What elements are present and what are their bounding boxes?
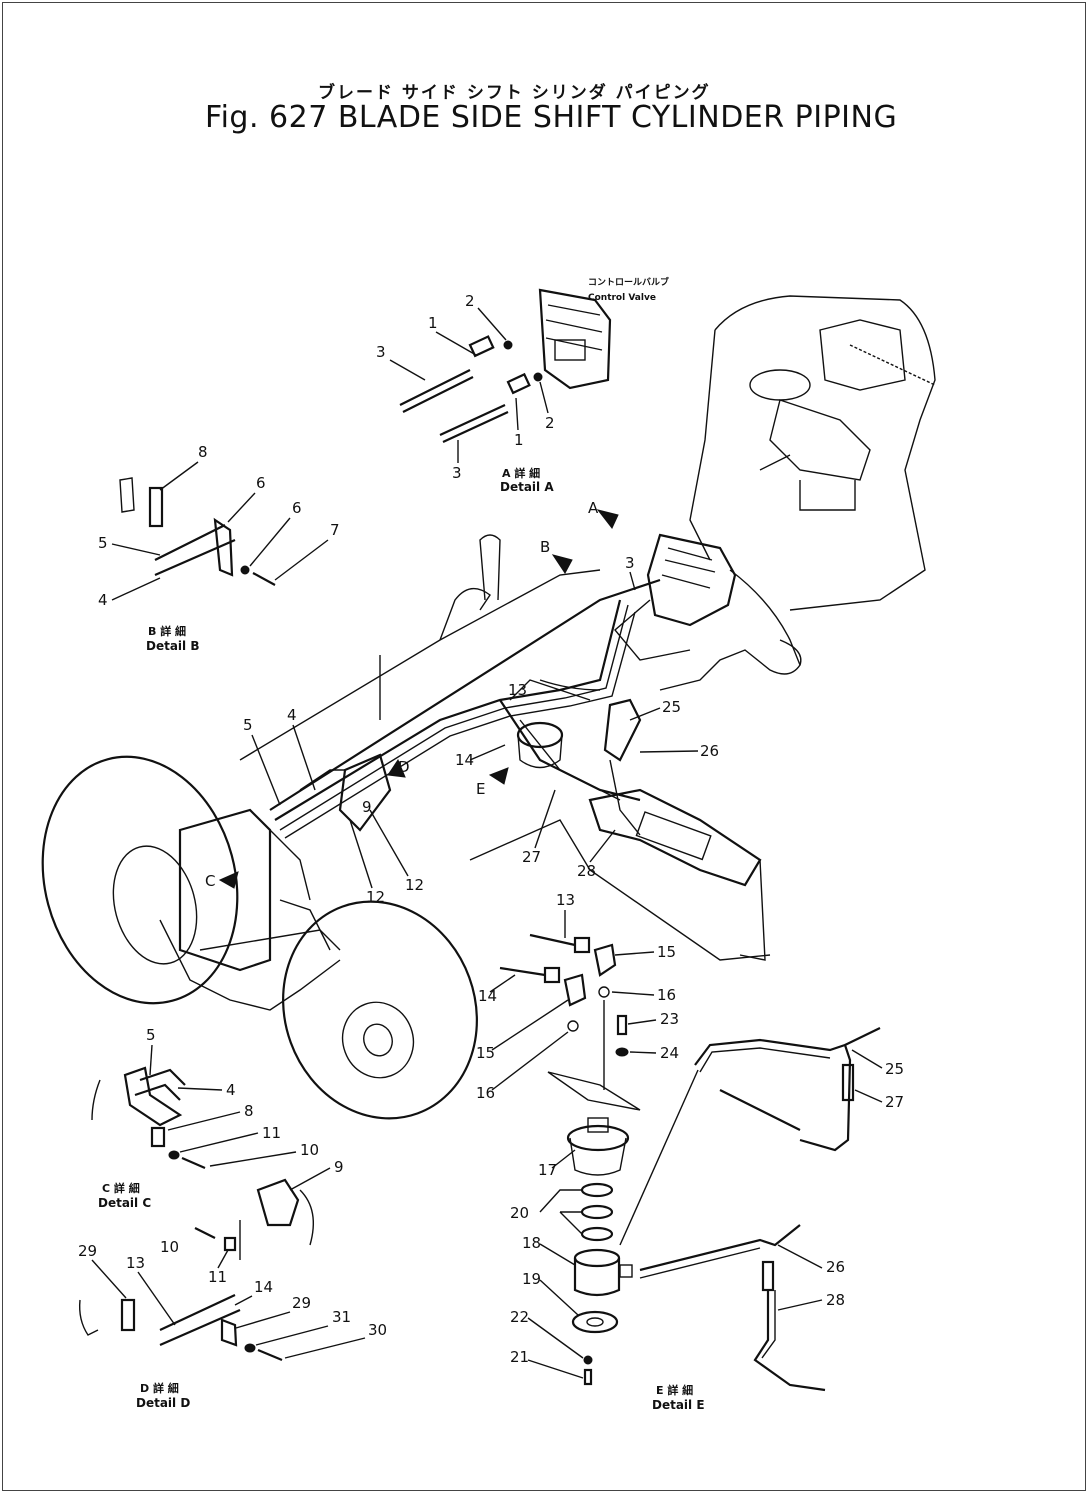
part-callout: 10	[160, 1238, 179, 1256]
part-callout: 12	[405, 876, 424, 894]
part-callout: 6	[256, 474, 266, 492]
part-callout: 29	[78, 1242, 97, 1260]
part-callout: 9	[334, 1158, 344, 1176]
title-japanese: ブレード サイド シフト シリンダ パイピング	[318, 83, 711, 103]
detail-b-title-jp: B 詳 細	[148, 624, 186, 638]
part-callout: 14	[455, 751, 474, 769]
detail-a: 2 1 3 1 2 3 A 詳 細 Detail A	[376, 288, 612, 494]
view-arrows: A B C D E	[205, 499, 619, 890]
part-callout: 4	[287, 706, 297, 724]
part-callout: 12	[366, 888, 385, 906]
part-callout: 26	[700, 742, 719, 760]
part-callout: 9	[362, 798, 372, 816]
view-arrow-e-label: E	[476, 780, 485, 798]
part-callout: 28	[826, 1291, 845, 1309]
detail-c-title-jp: C 詳 細	[102, 1181, 140, 1195]
part-callout: 13	[556, 891, 575, 909]
part-callout: 27	[522, 848, 541, 866]
view-arrow-d-label: D	[398, 758, 410, 776]
detail-b: 8 6 5 6 7 4 B 詳 細 Detail B	[98, 443, 340, 653]
part-callout: 10	[300, 1141, 319, 1159]
detail-e: 13 15 16 14 23 15 24 16 25 27 17 20 18	[476, 891, 904, 1412]
part-callout: 21	[510, 1348, 529, 1366]
detail-a-title-jp: A 詳 細	[502, 466, 540, 480]
part-callout: 28	[577, 862, 596, 880]
part-callout: 18	[522, 1234, 541, 1252]
detail-a-title: Detail A	[500, 480, 554, 494]
part-callout: 29	[292, 1294, 311, 1312]
part-callout: 1	[428, 314, 438, 332]
control-valve-label-jp: コントロールバルブ	[588, 276, 669, 288]
part-callout: 8	[244, 1102, 254, 1120]
view-arrow-a	[596, 509, 619, 529]
part-callout: 5	[146, 1026, 156, 1044]
part-callout: 2	[465, 292, 475, 310]
part-callout: 15	[657, 943, 676, 961]
part-callout: 31	[332, 1308, 351, 1326]
detail-c: 5 4 8 11 10 9 C 詳 細 Detail C	[91, 1026, 344, 1260]
part-callout: 16	[476, 1084, 495, 1102]
part-callout: 3	[625, 554, 635, 572]
part-callout: 19	[522, 1270, 541, 1288]
main-part-callouts: 3 13 25 26 4 5 14 9 12 12 27 28	[243, 554, 719, 906]
part-callout: 17	[538, 1161, 557, 1179]
control-valve-mounted	[614, 533, 737, 661]
part-callout: 13	[126, 1254, 145, 1272]
part-callout: 5	[98, 534, 108, 552]
view-arrow-d	[387, 758, 406, 778]
part-callout: 4	[98, 591, 108, 609]
machine-illustration	[41, 295, 936, 1120]
part-callout: 15	[476, 1044, 495, 1062]
front-left-wheel	[41, 755, 239, 1005]
front-right-wheel	[282, 900, 478, 1120]
part-callout: 27	[885, 1093, 904, 1111]
part-callout: 4	[226, 1081, 236, 1099]
detail-e-title-jp: E 詳 細	[656, 1383, 693, 1397]
part-callout: 5	[243, 716, 253, 734]
part-callout: 3	[452, 464, 462, 482]
detail-c-title: Detail C	[98, 1196, 151, 1210]
detail-d: 10 11 29 13 14 29 31 30 D 詳 細 Detail D	[78, 1227, 387, 1410]
part-callout: 11	[208, 1268, 227, 1286]
part-callout: 2	[545, 414, 555, 432]
detail-d-title-jp: D 詳 細	[140, 1381, 179, 1395]
part-callout: 30	[368, 1321, 387, 1339]
figure-title: Fig. 627 BLADE SIDE SHIFT CYLINDER PIPIN…	[205, 100, 898, 135]
detail-e-title: Detail E	[652, 1398, 705, 1412]
part-callout: 11	[262, 1124, 281, 1142]
view-arrow-a-label: A	[588, 499, 599, 517]
part-callout: 20	[510, 1204, 529, 1222]
view-arrow-e	[488, 767, 509, 785]
part-callout: 8	[198, 443, 208, 461]
part-callout: 25	[885, 1060, 904, 1078]
view-arrow-b	[551, 554, 573, 574]
part-callout: 6	[292, 499, 302, 517]
part-callout: 14	[254, 1278, 273, 1296]
part-callout: 1	[514, 431, 524, 449]
detail-d-title: Detail D	[136, 1396, 190, 1410]
view-arrow-c	[218, 871, 239, 889]
part-callout: 7	[330, 521, 340, 539]
part-callout: 3	[376, 343, 386, 361]
view-arrow-c-label: C	[205, 872, 215, 890]
part-callout: 23	[660, 1010, 679, 1028]
detail-b-title: Detail B	[146, 639, 199, 653]
view-arrow-b-label: B	[540, 538, 550, 556]
part-callout: 25	[662, 698, 681, 716]
part-callout: 26	[826, 1258, 845, 1276]
part-callout: 14	[478, 987, 497, 1005]
part-callout: 24	[660, 1044, 679, 1062]
part-callout: 16	[657, 986, 676, 1004]
part-callout: 22	[510, 1308, 529, 1326]
control-valve-label: Control Valve	[588, 293, 656, 303]
part-callout: 13	[508, 681, 527, 699]
